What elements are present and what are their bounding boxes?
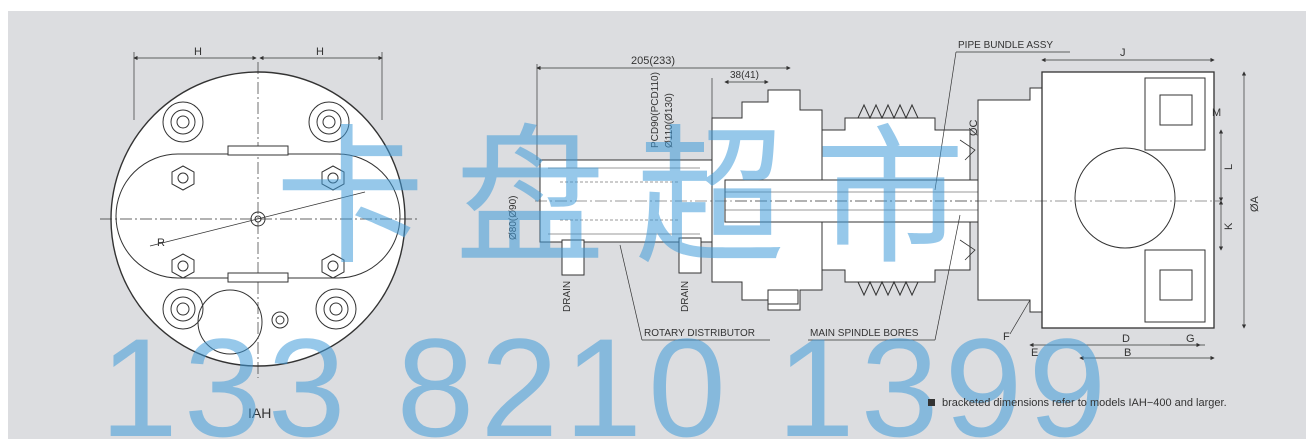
section-dimensions [536, 51, 1247, 361]
dim-e: E [1031, 347, 1038, 359]
dim-j: J [1120, 47, 1126, 59]
callout-drain-2: DRAIN [680, 281, 691, 312]
dim-pcd: PCD90(PCD110) [650, 72, 661, 148]
dim-rear: 38(41) [730, 70, 759, 81]
callout-rotary-distributor: ROTARY DISTRIBUTOR [644, 328, 755, 339]
dim-f: F [1003, 331, 1010, 343]
dim-h-left: H [194, 46, 202, 58]
bullet-square-icon [928, 399, 935, 406]
dim-body-dia: Ø80(Ø90) [508, 196, 519, 240]
dim-g: G [1186, 333, 1195, 345]
callout-main-spindle: MAIN SPINDLE BORES [810, 328, 919, 339]
footnote-text: bracketed dimensions refer to models IAH… [942, 397, 1227, 409]
dim-c: ØC [968, 119, 980, 136]
watermark: 卡盘超市 133 8210 1399 [100, 114, 1112, 447]
footnote: bracketed dimensions refer to models IAH… [928, 397, 1227, 409]
dim-overall: 205(233) [631, 55, 675, 67]
dim-l: L [1223, 164, 1235, 170]
caption-iah: IAH [248, 405, 271, 421]
section-view [535, 71, 1220, 329]
dim-b: B [1124, 347, 1131, 359]
front-view [100, 52, 418, 378]
watermark-phone: 133 8210 1399 [100, 309, 1112, 447]
dim-k: K [1223, 222, 1235, 230]
callout-pipe-bundle: PIPE BUNDLE ASSY [958, 40, 1053, 51]
dim-radius: R [157, 237, 165, 249]
watermark-chinese: 卡盘超市 [275, 114, 995, 282]
dim-a: ØA [1249, 195, 1261, 212]
dim-h-right: H [316, 46, 324, 58]
labels: H H R IAH 205(233) 38(41) PCD90(PCD110) … [157, 40, 1261, 421]
callout-drain-1: DRAIN [562, 281, 573, 312]
dim-m: M [1212, 107, 1221, 119]
dim-d: D [1122, 333, 1130, 345]
dim-bore: Ø110(Ø130) [664, 93, 675, 148]
